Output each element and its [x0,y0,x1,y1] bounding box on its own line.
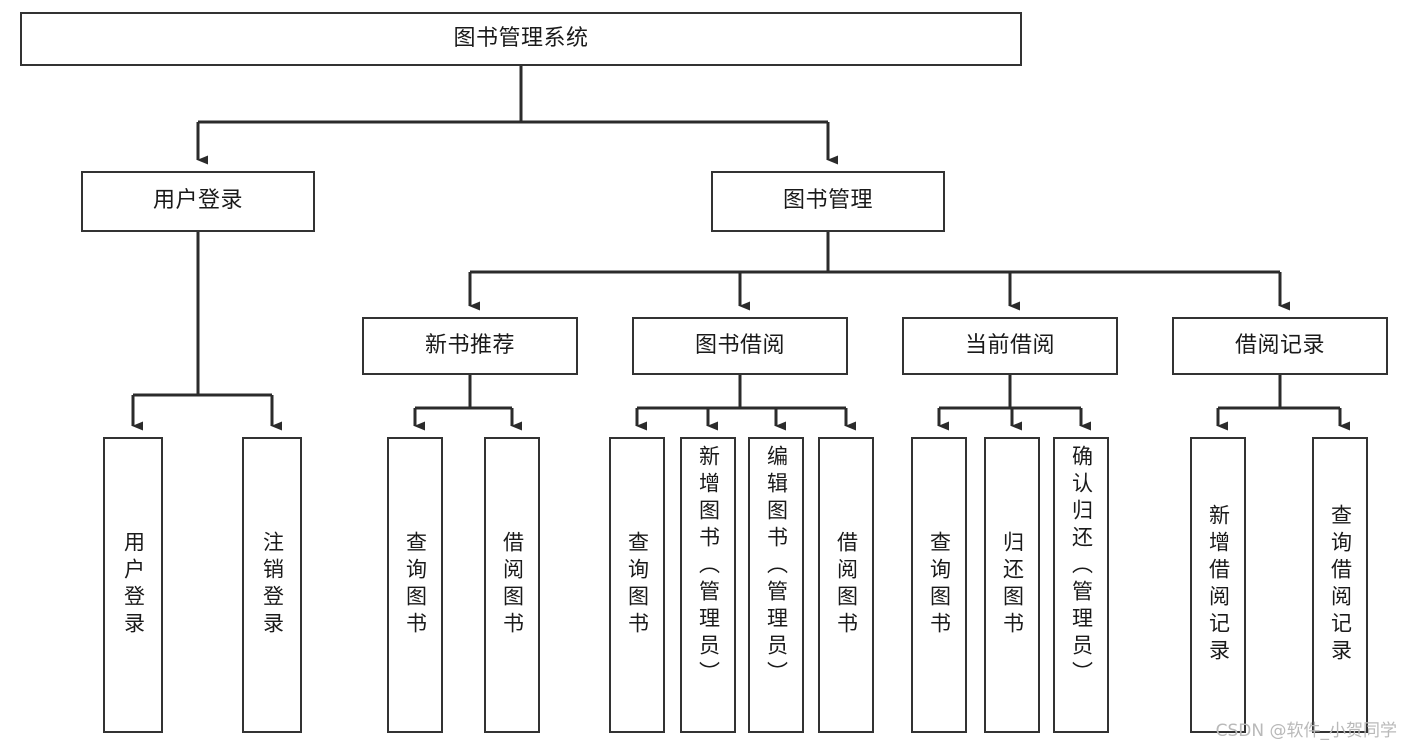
node-new-book-recommend[interactable]: 新书推荐 [362,317,578,375]
node-borrow-records-label: 借阅记录 [1234,332,1325,358]
node-book-borrow[interactable]: 图书借阅 [632,317,848,375]
node-leaf-borrow-book-2-label: 借阅图书 [834,531,859,639]
node-root-label: 图书管理系统 [453,25,589,51]
node-leaf-borrow-book-2[interactable]: 借阅图书 [818,437,874,733]
node-current-borrow-label: 当前借阅 [964,332,1055,358]
node-leaf-logout[interactable]: 注销登录 [242,437,302,733]
node-book-management[interactable]: 图书管理 [711,171,945,232]
node-leaf-add-record-label: 新增借阅记录 [1206,504,1231,666]
node-leaf-query-record[interactable]: 查询借阅记录 [1312,437,1368,733]
node-leaf-return-book-label: 归还图书 [1000,531,1025,639]
node-user-login[interactable]: 用户登录 [81,171,315,232]
node-leaf-query-record-label: 查询借阅记录 [1328,504,1353,666]
node-leaf-edit-book[interactable]: 编辑图书（管理员） [748,437,804,733]
node-root[interactable]: 图书管理系统 [20,12,1022,66]
node-leaf-return-book[interactable]: 归还图书 [984,437,1040,733]
node-leaf-query-book-1[interactable]: 查询图书 [387,437,443,733]
node-leaf-borrow-book-1-label: 借阅图书 [500,531,525,639]
node-book-management-label: 图书管理 [782,188,873,214]
node-leaf-query-book-3[interactable]: 查询图书 [911,437,967,733]
node-leaf-confirm-return-label: 确认归还（管理员） [1069,445,1094,688]
node-current-borrow[interactable]: 当前借阅 [902,317,1118,375]
node-leaf-add-book-label: 新增图书（管理员） [696,445,721,688]
node-new-book-recommend-label: 新书推荐 [424,332,515,358]
node-leaf-query-book-2-label: 查询图书 [625,531,650,639]
node-user-login-label: 用户登录 [152,188,243,214]
node-book-borrow-label: 图书借阅 [694,332,785,358]
csdn-watermark: CSDN @软件_小贺同学 [1215,721,1397,741]
node-leaf-query-book-1-label: 查询图书 [403,531,428,639]
node-leaf-query-book-3-label: 查询图书 [927,531,952,639]
node-leaf-add-book[interactable]: 新增图书（管理员） [680,437,736,733]
node-leaf-confirm-return[interactable]: 确认归还（管理员） [1053,437,1109,733]
node-leaf-borrow-book-1[interactable]: 借阅图书 [484,437,540,733]
node-leaf-edit-book-label: 编辑图书（管理员） [764,445,789,688]
node-leaf-user-login[interactable]: 用户登录 [103,437,163,733]
node-leaf-add-record[interactable]: 新增借阅记录 [1190,437,1246,733]
node-leaf-logout-label: 注销登录 [260,531,285,639]
node-leaf-query-book-2[interactable]: 查询图书 [609,437,665,733]
node-borrow-records[interactable]: 借阅记录 [1172,317,1388,375]
node-leaf-user-login-label: 用户登录 [121,531,146,639]
